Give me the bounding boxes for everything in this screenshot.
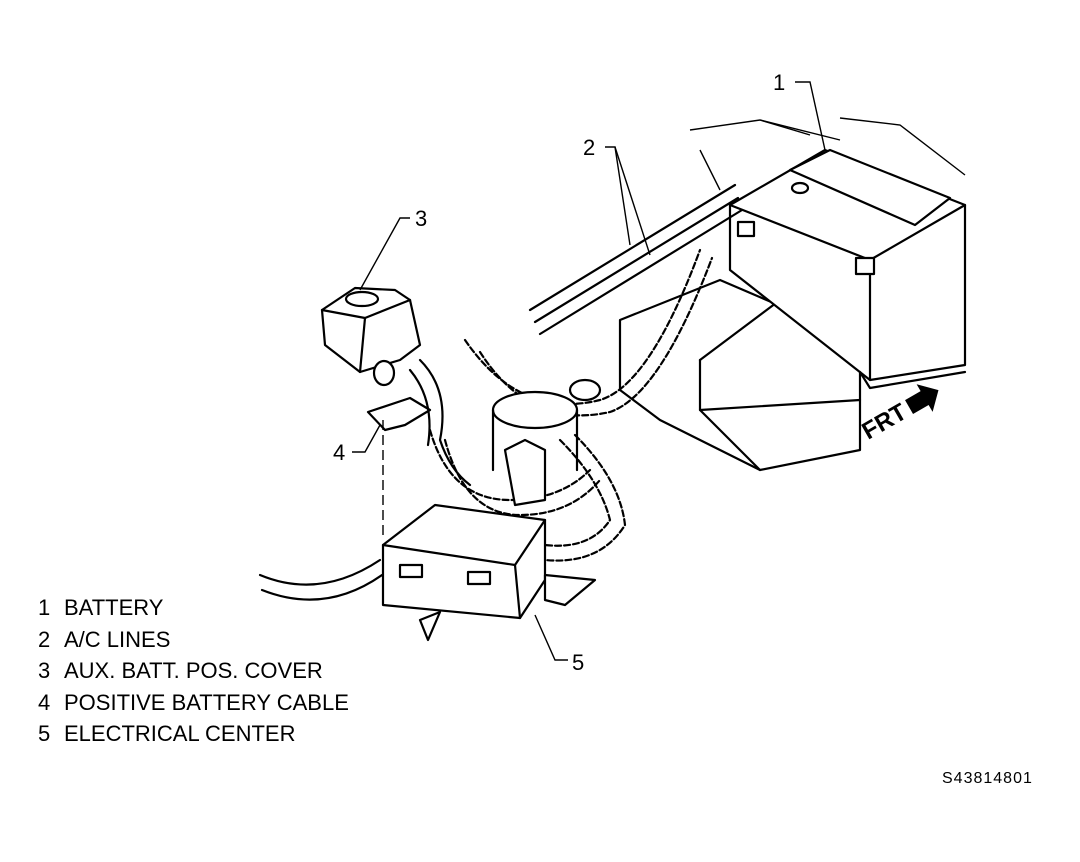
battery-tray <box>618 278 862 472</box>
legend-item: 4 POSITIVE BATTERY CABLE <box>38 689 349 721</box>
direction-label: FRT <box>858 398 912 445</box>
legend-item: 2 A/C LINES <box>38 626 349 658</box>
callout-3: 3 <box>415 206 427 231</box>
legend-number: 2 <box>38 626 51 652</box>
legend-label: POSITIVE BATTERY CABLE <box>64 689 349 715</box>
legend-number: 5 <box>38 721 51 746</box>
callout-2: 2 <box>583 135 595 160</box>
legend-label: BATTERY <box>64 595 164 620</box>
legend-label: AUX. BATT. POS. COVER <box>64 658 323 683</box>
legend-number: 4 <box>38 689 51 715</box>
legend-number: 1 <box>38 595 51 620</box>
positive-cable-terminal <box>366 358 472 540</box>
figure-id: S43814801 <box>942 770 1033 787</box>
callout-4: 4 <box>333 440 345 465</box>
legend-item: 5 ELECTRICAL CENTER <box>38 720 349 752</box>
wiring-harness <box>258 248 714 601</box>
callout-1: 1 <box>773 70 785 95</box>
mount-bracket <box>491 378 602 507</box>
ac-lines <box>528 183 744 336</box>
electrical-center <box>381 503 597 642</box>
legend-item: 1 BATTERY <box>38 594 349 626</box>
callout-5: 5 <box>572 650 584 675</box>
legend-item: 3 AUX. BATT. POS. COVER <box>38 657 349 689</box>
legend-number: 3 <box>38 658 51 683</box>
front-arrow-icon <box>905 384 939 414</box>
body-panel-outline <box>689 117 966 191</box>
aux-battery-cover <box>320 286 422 387</box>
legend-label: ELECTRICAL CENTER <box>64 721 296 746</box>
leader-lines <box>352 81 826 661</box>
legend: 1 BATTERY 2 A/C LINES 3 AUX. BATT. POS. COV… <box>38 594 349 752</box>
legend-label: A/C LINES <box>64 626 171 652</box>
